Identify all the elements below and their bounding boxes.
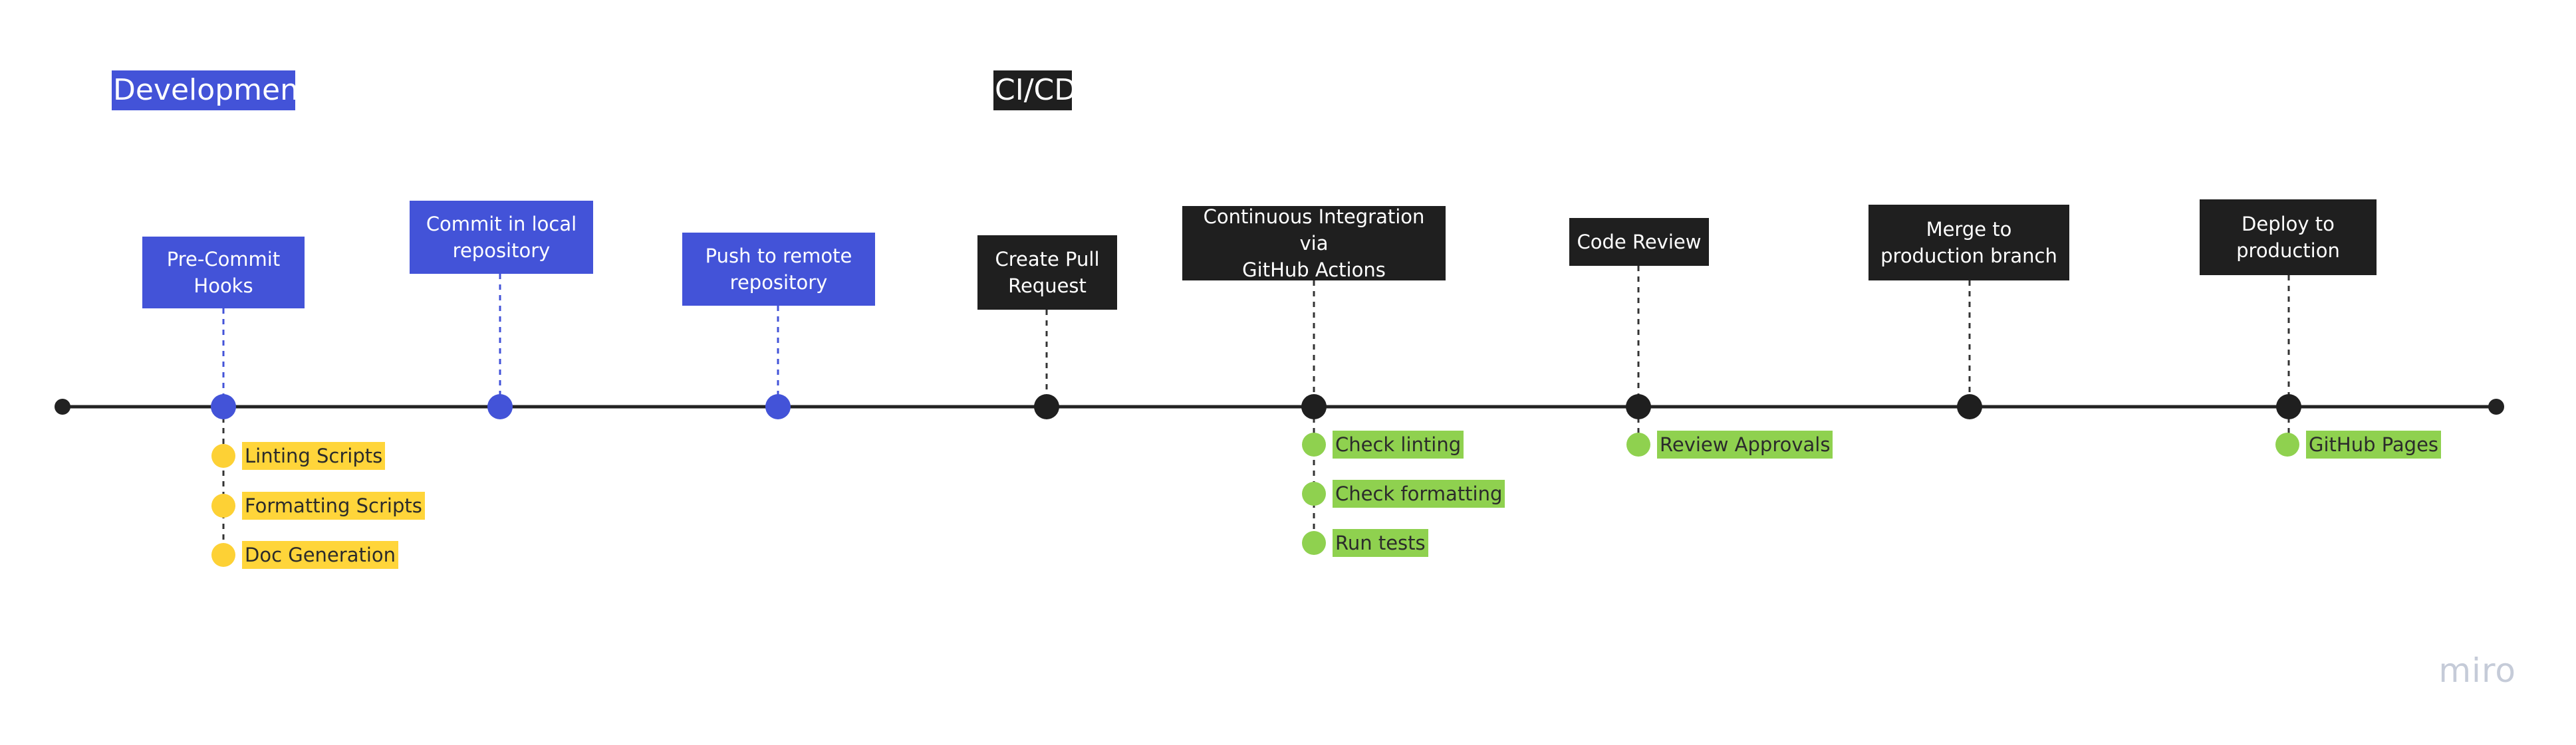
step-deploy-production[interactable]: Deploy to production bbox=[2200, 199, 2377, 275]
bullet-dot bbox=[1302, 482, 1326, 506]
detail-label: Run tests bbox=[1333, 529, 1428, 557]
timeline-node bbox=[211, 394, 236, 419]
step-label: Merge to production branch bbox=[1880, 218, 2057, 267]
bullet-dot bbox=[1302, 433, 1326, 457]
detail-label: Check linting bbox=[1333, 431, 1464, 459]
detail-label: Check formatting bbox=[1333, 480, 1505, 508]
timeline-node bbox=[1301, 394, 1327, 419]
detail-item-check-linting: Check linting bbox=[1302, 430, 1464, 459]
step-label: Commit in local repository bbox=[426, 213, 577, 262]
detail-item-github-pages: GitHub Pages bbox=[2275, 430, 2442, 459]
bullet-dot bbox=[211, 543, 235, 567]
bullet-dot bbox=[211, 494, 235, 518]
step-label: Create Pull Request bbox=[995, 248, 1100, 297]
step-push-remote[interactable]: Push to remote repository bbox=[682, 233, 875, 306]
step-label: Continuous Integration via GitHub Action… bbox=[1203, 205, 1425, 281]
step-label: Deploy to production bbox=[2236, 213, 2340, 262]
step-pre-commit-hooks[interactable]: Pre-Commit Hooks bbox=[142, 237, 305, 308]
timeline-node bbox=[1034, 394, 1059, 419]
detail-label: Linting Scripts bbox=[242, 442, 386, 470]
detail-item-linting-scripts: Linting Scripts bbox=[211, 441, 386, 471]
detail-item-run-tests: Run tests bbox=[1302, 528, 1428, 558]
step-code-review[interactable]: Code Review bbox=[1569, 218, 1709, 266]
step-merge-production[interactable]: Merge to production branch bbox=[1868, 205, 2069, 280]
detail-item-formatting-scripts: Formatting Scripts bbox=[211, 491, 425, 520]
section-label-cicd: CI/CD bbox=[993, 70, 1077, 110]
timeline-node bbox=[2276, 394, 2301, 419]
miro-logo: miro bbox=[2438, 651, 2516, 690]
step-create-pull-request[interactable]: Create Pull Request bbox=[977, 235, 1117, 310]
bullet-dot bbox=[1302, 531, 1326, 555]
timeline-node bbox=[765, 394, 791, 419]
detail-label: Review Approvals bbox=[1657, 431, 1833, 459]
section-label-development: Development bbox=[112, 70, 310, 110]
step-label: Code Review bbox=[1577, 231, 1702, 253]
step-label: Push to remote repository bbox=[705, 245, 852, 294]
timeline-start-cap bbox=[55, 399, 70, 415]
bullet-dot bbox=[1626, 433, 1650, 457]
bullet-dot bbox=[211, 444, 235, 468]
detail-item-doc-generation: Doc Generation bbox=[211, 540, 399, 570]
timeline-node bbox=[1957, 394, 1982, 419]
timeline-nodes bbox=[211, 394, 2301, 419]
step-label: Pre-Commit Hooks bbox=[166, 248, 281, 297]
timeline-node bbox=[487, 394, 513, 419]
step-commit-local[interactable]: Commit in local repository bbox=[410, 201, 593, 274]
detail-item-check-formatting: Check formatting bbox=[1302, 479, 1505, 508]
timeline-end-cap bbox=[2488, 399, 2504, 415]
detail-item-review-approvals: Review Approvals bbox=[1626, 430, 1833, 459]
detail-label: GitHub Pages bbox=[2306, 431, 2442, 459]
step-continuous-integration[interactable]: Continuous Integration via GitHub Action… bbox=[1182, 205, 1446, 281]
detail-label: Formatting Scripts bbox=[242, 492, 425, 520]
detail-label: Doc Generation bbox=[242, 541, 399, 569]
timeline-node bbox=[1626, 394, 1651, 419]
bullet-dot bbox=[2275, 433, 2299, 457]
